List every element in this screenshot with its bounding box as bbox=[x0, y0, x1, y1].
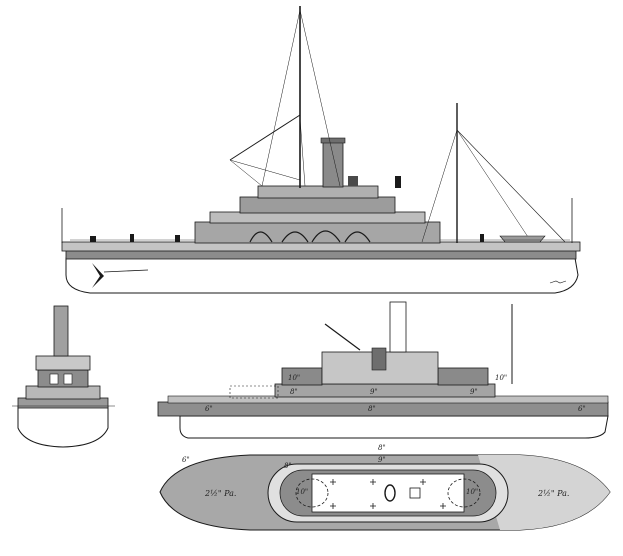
breastwork-armour bbox=[274, 383, 496, 398]
label-belt-aft: 6" bbox=[578, 405, 586, 413]
derrick bbox=[324, 323, 361, 351]
funnel-cap bbox=[320, 137, 346, 144]
plan-funnel bbox=[384, 484, 396, 502]
end-view bbox=[12, 305, 115, 448]
turret-aft bbox=[437, 367, 489, 386]
end-funnel bbox=[53, 305, 69, 357]
armour-plan: 2½" Pa. 2½" Pa. 8" 9" 8" 10" 10" 6" bbox=[159, 444, 611, 531]
side-elevation bbox=[61, 6, 581, 294]
propeller-shaft bbox=[103, 269, 149, 273]
label-belt-fore: 6" bbox=[205, 405, 213, 413]
bridge-deck bbox=[239, 196, 396, 214]
flying-deck bbox=[257, 185, 379, 199]
plan-superstructure bbox=[311, 473, 465, 513]
end-hull-band bbox=[17, 397, 109, 409]
label-turret-left: 10" bbox=[296, 488, 308, 496]
conning-tower bbox=[371, 347, 387, 371]
armour-profile: 10" 10" 8" 9" 9" 6" 8" 6" bbox=[157, 301, 609, 439]
label-turret-right: 10" bbox=[466, 488, 478, 496]
profile-funnel bbox=[389, 301, 407, 353]
label-breastwork-fore: 8" bbox=[290, 388, 298, 396]
hull-lower bbox=[65, 257, 579, 294]
draughtsman-mark bbox=[549, 280, 567, 284]
label-deck-fore: 2½" Pa. bbox=[204, 489, 236, 498]
label-breastwork-mid: 9" bbox=[370, 388, 378, 396]
profile-hull-lower bbox=[179, 415, 609, 439]
breastwork-block bbox=[194, 221, 441, 244]
end-breastwork bbox=[25, 385, 101, 400]
turret-arches bbox=[249, 230, 371, 243]
label-bulkhead-top2: 9" bbox=[378, 456, 386, 464]
funnel bbox=[322, 139, 344, 188]
label-stem: 6" bbox=[182, 456, 190, 464]
end-turret bbox=[37, 369, 89, 388]
superstructure-deck bbox=[209, 211, 426, 224]
label-belt-mid: 8" bbox=[368, 405, 376, 413]
armour-belt bbox=[157, 401, 609, 417]
label-breastwork-aft: 9" bbox=[470, 388, 478, 396]
plan-turret-aft bbox=[447, 478, 481, 508]
label-deck-aft: 2½" Pa. bbox=[537, 489, 569, 498]
plan-turret-fore bbox=[295, 478, 329, 508]
label-turret-fore: 10" bbox=[288, 374, 300, 382]
end-hull bbox=[17, 405, 109, 448]
end-bridge bbox=[35, 355, 91, 371]
propeller bbox=[92, 263, 104, 288]
label-bulkhead-top: 8" bbox=[378, 444, 386, 452]
aft-boats bbox=[499, 235, 546, 243]
label-turret-aft: 10" bbox=[495, 374, 507, 382]
label-bulkhead-left: 8" bbox=[284, 462, 292, 470]
plan-aft-shade bbox=[478, 455, 610, 530]
forecastle-dashed bbox=[229, 385, 279, 399]
